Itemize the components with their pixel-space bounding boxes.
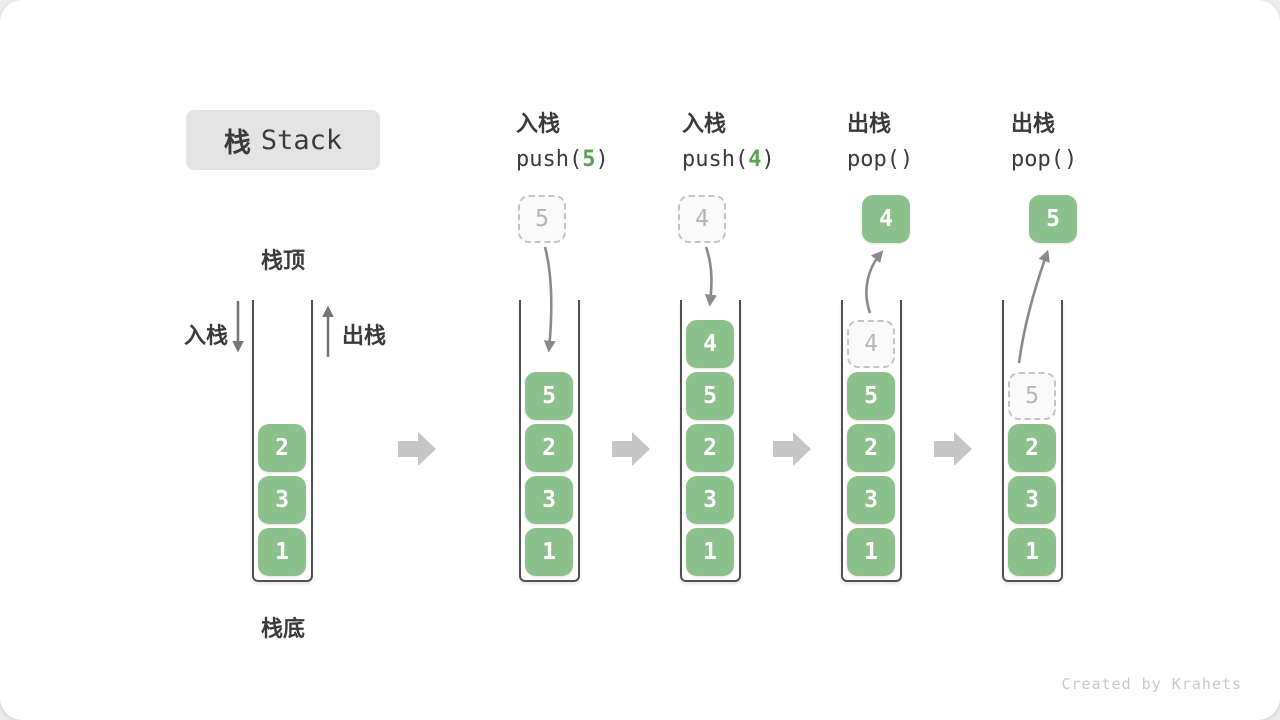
code-arg: 5	[582, 147, 596, 172]
title-latin: Stack	[260, 124, 343, 156]
stack-cell: 3	[258, 476, 306, 524]
stack-container: 4 5 2 3 1	[680, 300, 741, 582]
stack-cell: 1	[258, 528, 306, 576]
step-arrow-icon	[773, 432, 811, 466]
stack-cell: 2	[686, 424, 734, 472]
operation-header-pop-1: 出栈 pop()	[847, 106, 913, 172]
diagram-title: 栈 Stack	[186, 110, 380, 170]
stack-cell: 4	[686, 320, 734, 368]
operation-header-push-4: 入栈 push(4)	[682, 106, 775, 172]
pushed-value-ghost: 5	[518, 195, 566, 243]
stack-cell-ghost: 5	[1008, 372, 1056, 420]
operation-code: pop()	[847, 147, 913, 172]
operation-label: 出栈	[1011, 111, 1056, 136]
code-pre: push(	[682, 147, 749, 172]
operation-label: 出栈	[847, 111, 892, 136]
operation-header-push-5: 入栈 push(5)	[516, 106, 609, 172]
stack-cell: 5	[847, 372, 895, 420]
stack-cell: 2	[1008, 424, 1056, 472]
code-arg: 4	[748, 147, 762, 172]
code-post: )	[1063, 147, 1078, 172]
stack-cell: 3	[686, 476, 734, 524]
operation-code: push(5)	[516, 147, 609, 172]
stack-cell: 2	[847, 424, 895, 472]
step-arrow-icon	[612, 432, 650, 466]
stack-cell: 1	[525, 528, 573, 576]
operation-header-pop-2: 出栈 pop()	[1011, 106, 1077, 172]
pop-direction-label: 出栈	[342, 323, 387, 348]
popped-value-box: 4	[862, 195, 910, 243]
code-pre: pop(	[847, 147, 900, 172]
code-post: )	[899, 147, 914, 172]
step-arrow-icon	[398, 432, 436, 466]
stack-cell: 1	[686, 528, 734, 576]
operation-code: pop()	[1011, 147, 1077, 172]
stack-cell: 1	[1008, 528, 1056, 576]
stack-cell: 3	[1008, 476, 1056, 524]
stack-cell: 1	[847, 528, 895, 576]
stack-container: 5 2 3 1	[519, 300, 580, 582]
stack-container: 4 5 2 3 1	[841, 300, 902, 582]
code-post: )	[761, 147, 775, 172]
stack-cell: 2	[525, 424, 573, 472]
stack-cell: 3	[847, 476, 895, 524]
operation-code: push(4)	[682, 147, 775, 172]
code-pre: push(	[516, 147, 583, 172]
operation-label: 入栈	[682, 111, 727, 136]
push-direction-label: 入栈	[183, 323, 228, 348]
code-post: )	[595, 147, 609, 172]
operation-label: 入栈	[516, 111, 561, 136]
stack-cell-ghost: 4	[847, 320, 895, 368]
stack-cell: 5	[525, 372, 573, 420]
stack-cell: 5	[686, 372, 734, 420]
stack-cell: 3	[525, 476, 573, 524]
stack-top-label: 栈顶	[260, 248, 305, 273]
push-arrow-icon	[704, 246, 717, 307]
stack-container: 5 2 3 1	[1002, 300, 1063, 582]
step-arrow-icon	[934, 432, 972, 466]
code-pre: pop(	[1011, 147, 1064, 172]
pushed-value-ghost: 4	[678, 195, 726, 243]
stack-bottom-label: 栈底	[260, 616, 305, 641]
watermark: Created by Krahets	[1061, 675, 1242, 693]
title-cjk: 栈	[223, 127, 251, 158]
stack-container: 2 3 1	[252, 300, 313, 582]
popped-value-box: 5	[1029, 195, 1077, 243]
stack-cell: 2	[258, 424, 306, 472]
